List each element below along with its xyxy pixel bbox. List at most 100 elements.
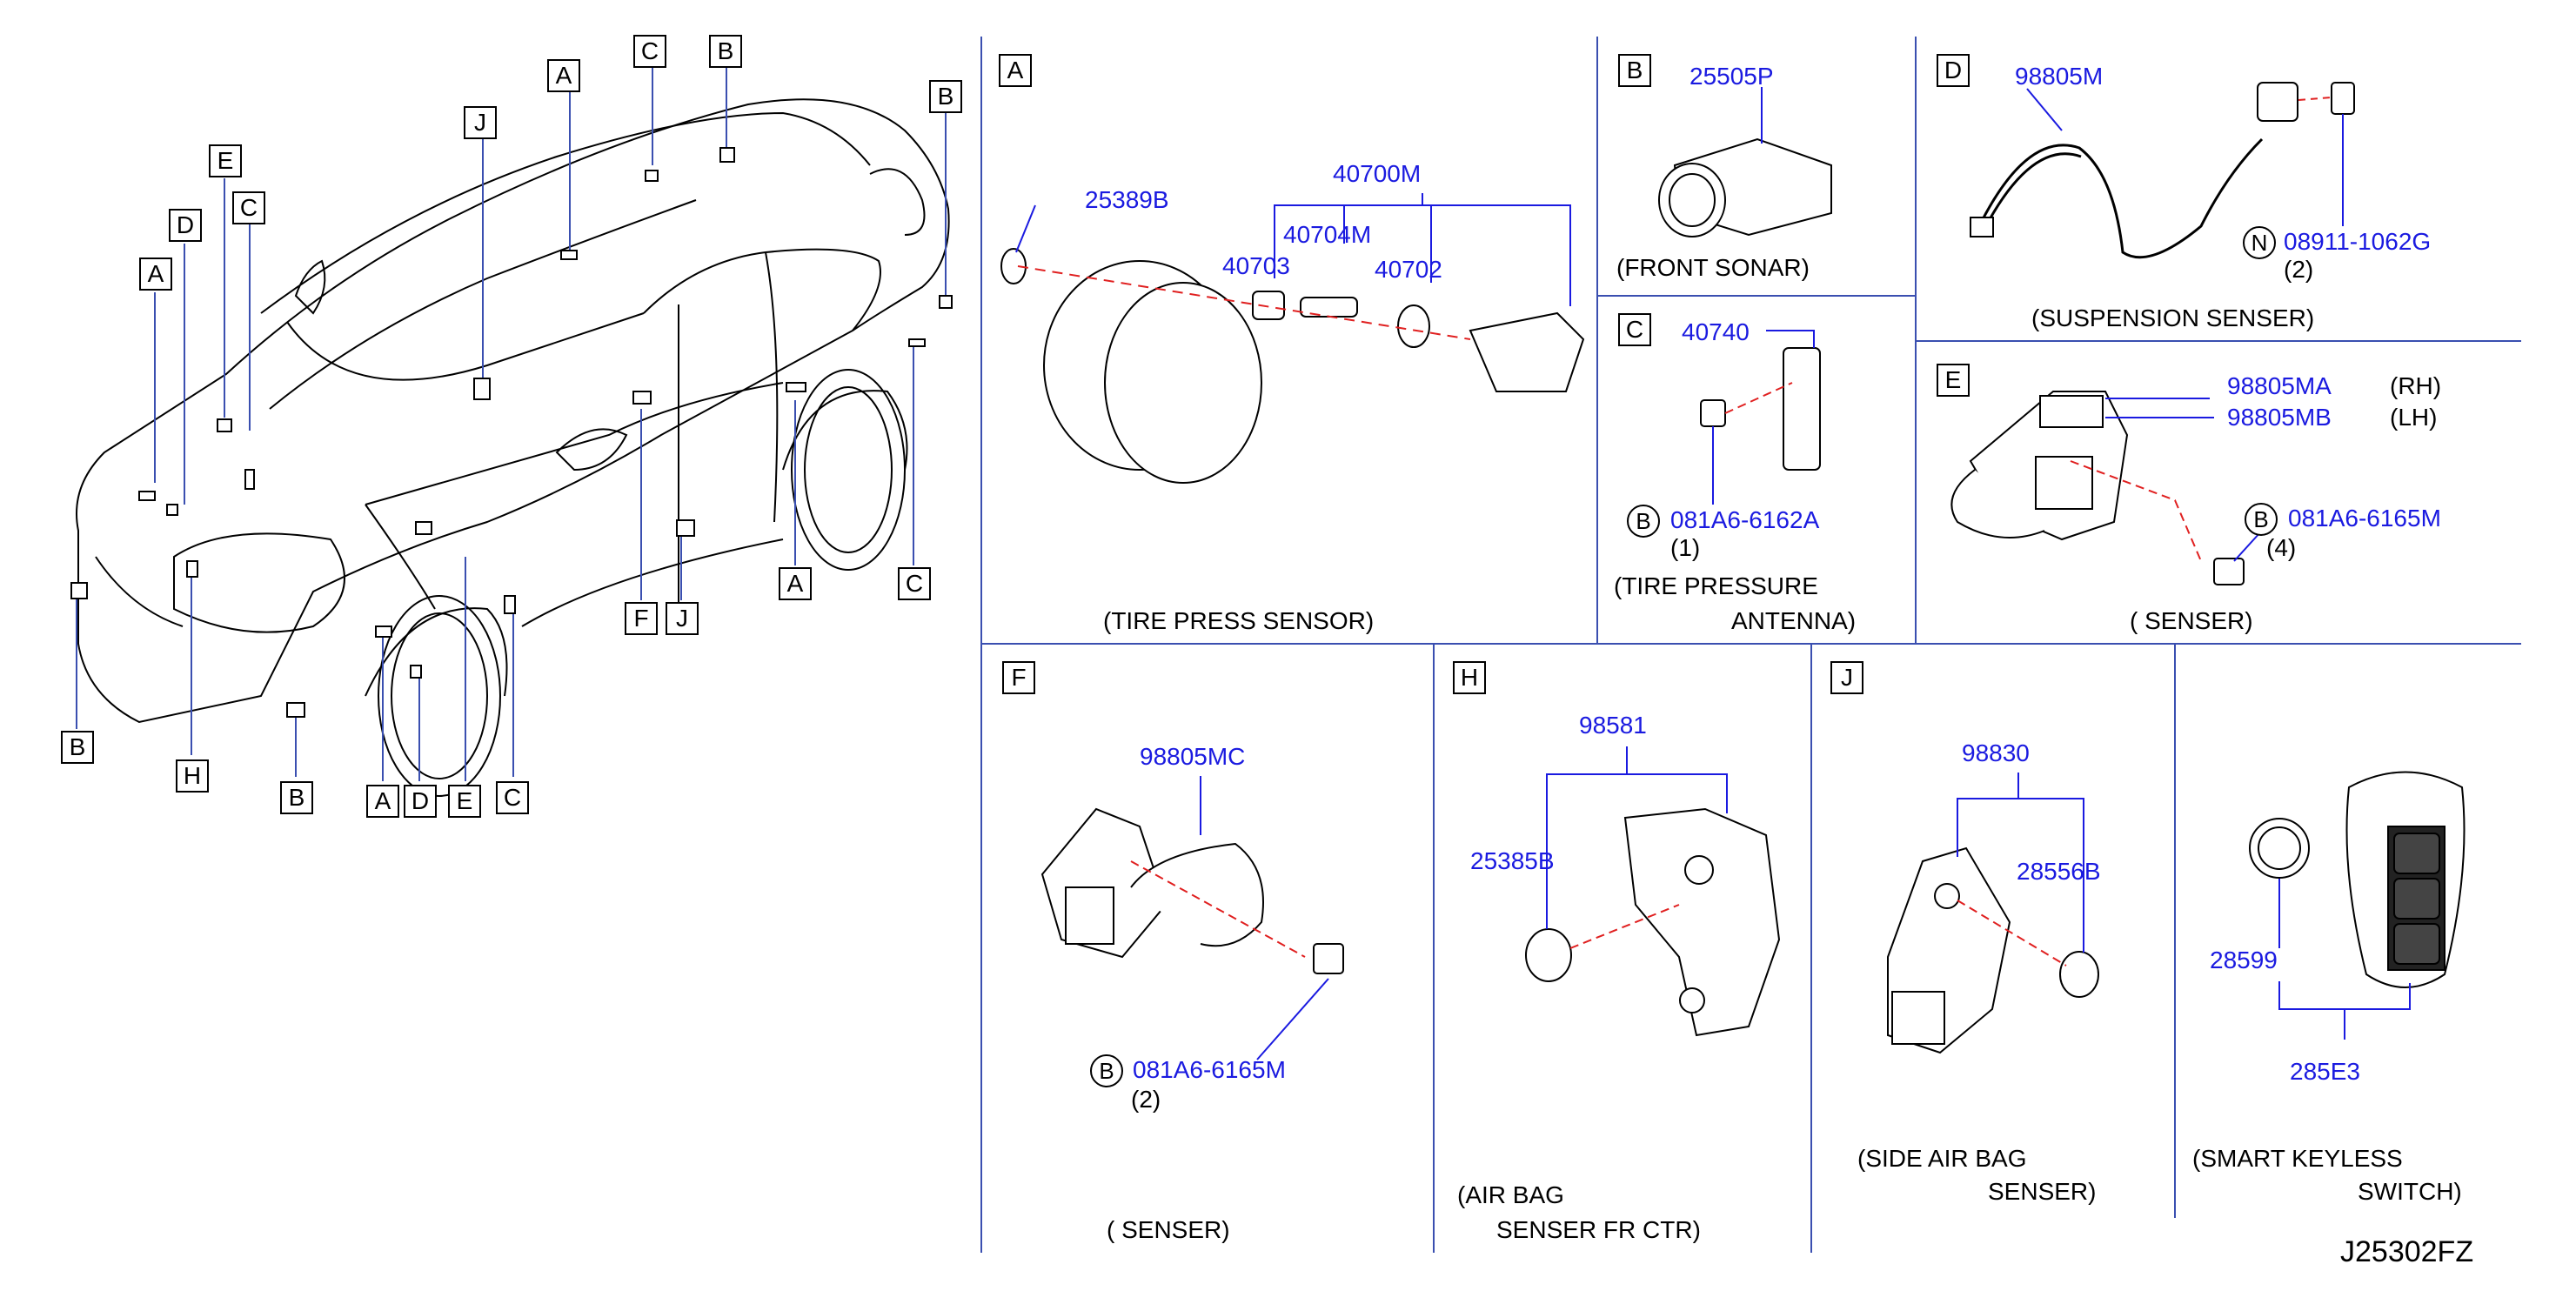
diagram-id: J25302FZ	[2340, 1235, 2474, 1268]
tire-sensor-brackets	[1015, 193, 1571, 306]
fastener-type-circle: N	[2243, 226, 2276, 259]
callout-box[interactable]: D	[169, 209, 202, 242]
callout-box[interactable]: F	[625, 602, 658, 635]
callout-box[interactable]: E	[448, 785, 481, 818]
callout-box[interactable]: B	[709, 35, 742, 68]
antenna-red-leader	[1724, 382, 1793, 414]
section-caption: ( SENSER)	[1107, 1216, 1230, 1243]
callout-box[interactable]: C	[898, 567, 931, 600]
f-senser-red-leader	[1130, 860, 1306, 958]
tire-sensor-drawing	[1000, 248, 1585, 484]
part-number[interactable]: 25505P	[1689, 63, 1774, 90]
section-a-letter: A	[999, 54, 1032, 87]
side-label-rh: (RH)	[2390, 372, 2442, 399]
side-label-lh: (LH)	[2390, 404, 2438, 431]
part-number[interactable]: 98805MB	[2227, 404, 2332, 431]
quantity: (2)	[1131, 1086, 1161, 1113]
part-number[interactable]: 081A6-6165M	[2288, 505, 2441, 532]
callout-box[interactable]: B	[61, 731, 94, 764]
part-number[interactable]: 081A6-6162A	[1670, 506, 1820, 533]
callout-box[interactable]: J	[464, 106, 497, 139]
antenna-drawing	[1700, 347, 1821, 471]
tire-sensor-leader	[1017, 265, 1471, 340]
suspension-red-leader	[2298, 97, 2332, 101]
part-number[interactable]: 40740	[1682, 318, 1750, 345]
e-senser-drawing	[1950, 391, 2245, 585]
antenna-leaders	[1712, 330, 1815, 505]
section-f-letter: F	[1002, 661, 1035, 694]
part-number[interactable]: 40702	[1375, 256, 1442, 283]
quantity: (1)	[1670, 534, 1701, 561]
fastener-type-circle: B	[2245, 503, 2278, 536]
callout-box[interactable]: A	[366, 785, 399, 818]
section-caption: (FRONT SONAR)	[1616, 254, 1810, 281]
section-d-letter: D	[1937, 54, 1970, 87]
section-caption: (TIRE PRESSURE	[1614, 572, 1818, 599]
smart-key-drawing	[2249, 771, 2466, 988]
fastener-type-circle: B	[1627, 505, 1660, 538]
section-h-letter: H	[1453, 661, 1486, 694]
callout-box[interactable]: H	[176, 759, 209, 793]
section-caption: ( SENSER)	[2130, 607, 2253, 634]
callout-box[interactable]: C	[232, 191, 265, 224]
section-caption: SENSER)	[1988, 1178, 2097, 1205]
car-part-markers	[70, 147, 953, 718]
car-leaders	[76, 50, 947, 781]
j-senser-red-leader	[1957, 900, 2067, 967]
callout-box[interactable]: C	[496, 781, 529, 814]
part-number[interactable]: 28599	[2210, 947, 2278, 973]
quantity: (2)	[2284, 256, 2314, 283]
part-number[interactable]: 98581	[1579, 712, 1647, 739]
part-number[interactable]: 98805MC	[1140, 743, 1246, 770]
callout-box[interactable]: A	[779, 567, 812, 600]
section-caption: (AIR BAG	[1457, 1181, 1564, 1208]
callout-box[interactable]: A	[547, 59, 580, 92]
section-j-letter: J	[1830, 661, 1863, 694]
suspension-leaders	[2026, 88, 2344, 226]
smart-key-brackets	[2278, 879, 2411, 1040]
part-number[interactable]: 98805MA	[2227, 372, 2332, 399]
callout-box[interactable]: J	[666, 602, 699, 635]
part-number[interactable]: 28556B	[2017, 858, 2101, 885]
section-b-letter: B	[1618, 54, 1651, 87]
h-senser-drawing	[1525, 807, 1781, 1037]
car-outline	[76, 98, 950, 797]
section-caption: (TIRE PRESS SENSOR)	[1103, 607, 1375, 634]
callout-box[interactable]: E	[209, 144, 242, 177]
callout-box[interactable]: B	[929, 80, 962, 113]
part-number[interactable]: 40700M	[1333, 160, 1422, 187]
part-number[interactable]: 25385B	[1470, 847, 1555, 874]
section-caption: SENSER FR CTR)	[1496, 1216, 1701, 1243]
part-number[interactable]: 285E3	[2290, 1058, 2360, 1085]
part-number[interactable]: 081A6-6165M	[1133, 1056, 1286, 1083]
h-senser-brackets	[1546, 746, 1728, 929]
section-c-letter: C	[1618, 313, 1651, 346]
section-caption: ANTENNA)	[1731, 607, 1857, 634]
e-senser-red-leader	[2070, 460, 2202, 562]
part-number[interactable]: 25389B	[1085, 186, 1169, 213]
h-senser-red-leader	[1569, 904, 1680, 949]
suspension-parts	[1970, 82, 2355, 237]
section-caption: (SIDE AIR BAG	[1857, 1145, 2027, 1172]
e-senser-leaders	[2105, 398, 2261, 562]
f-senser-drawing	[1040, 807, 1344, 974]
part-number[interactable]: 98805M	[2015, 63, 2104, 90]
panel-dividers	[980, 37, 2521, 1253]
f-senser-leaders	[1200, 776, 1329, 1060]
part-number[interactable]: 40704M	[1283, 221, 1372, 248]
j-senser-brackets	[1957, 773, 2084, 953]
fastener-type-circle: B	[1090, 1054, 1123, 1087]
suspension-wire-drawing	[1977, 137, 2264, 259]
callout-box[interactable]: A	[139, 258, 172, 291]
callout-box[interactable]: B	[280, 781, 313, 814]
part-number[interactable]: 08911-1062G	[2284, 228, 2432, 255]
j-senser-drawing	[1887, 846, 2099, 1054]
callout-box[interactable]: C	[633, 35, 666, 68]
part-number[interactable]: 98830	[1962, 739, 2030, 766]
quantity: (4)	[2266, 534, 2297, 561]
front-sonar-drawing	[1658, 137, 1832, 237]
callout-box[interactable]: D	[404, 785, 437, 818]
part-number[interactable]: 40703	[1222, 252, 1290, 279]
